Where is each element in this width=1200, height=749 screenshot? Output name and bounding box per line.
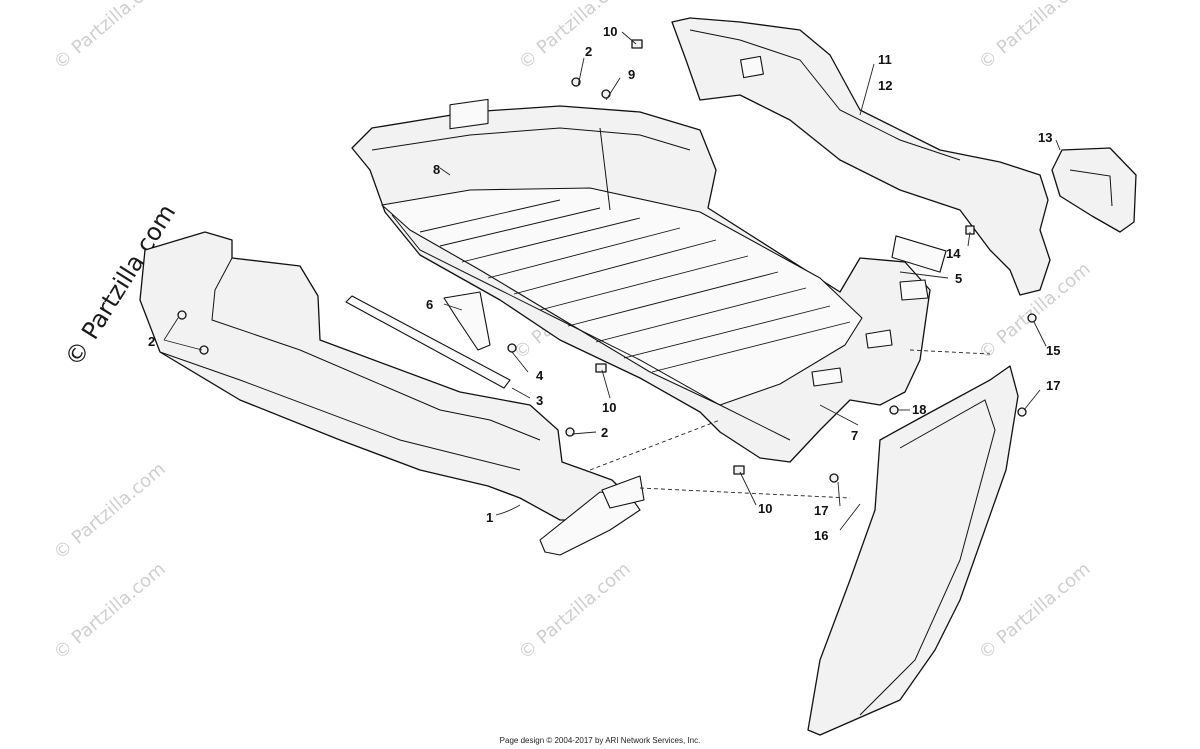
grommet-9 (601, 89, 611, 99)
fastener-17-low (829, 473, 839, 483)
watermark-7: © Partzilla.com (515, 558, 635, 663)
callout-9: 9 (628, 67, 635, 82)
watermark-6: © Partzilla.com (50, 558, 170, 663)
watermark-8: © Partzilla.com (975, 558, 1095, 663)
bed-floor-slats (419, 199, 851, 373)
callout-13: 13 (1038, 130, 1052, 145)
watermark-1: © Partzilla.com (50, 0, 170, 74)
fastener-15 (1027, 313, 1037, 323)
callout-10-low: 10 (758, 501, 772, 516)
callout-3: 3 (536, 393, 543, 408)
callout-15: 15 (1046, 343, 1060, 358)
callout-16: 16 (814, 528, 828, 543)
mud-flap (443, 291, 491, 351)
watermark-3: © Partzilla.com (975, 0, 1095, 74)
callout-10-top: 10 (603, 24, 617, 39)
callout-18: 18 (912, 402, 926, 417)
rear-fender-panel (807, 365, 1019, 736)
left-side-panel (139, 231, 645, 556)
callout-1: 1 (486, 510, 493, 525)
watermark-9: © Partzilla.com (50, 458, 170, 563)
callout-2-left: 2 (148, 334, 155, 349)
callout-14: 14 (946, 246, 961, 261)
screw-2-left-b (199, 345, 209, 355)
screw-2-left-a (177, 310, 187, 320)
callout-11: 11 (878, 52, 892, 67)
leader-lines (163, 31, 1061, 531)
callout-7: 7 (851, 428, 858, 443)
cargo-bed (351, 98, 931, 463)
fastener-17-right (1017, 407, 1027, 417)
callout-17-right: 17 (1046, 378, 1060, 393)
decal (891, 235, 947, 273)
warning-label (449, 98, 489, 130)
right-side-panel (671, 17, 1051, 296)
callout-6: 6 (426, 297, 433, 312)
callout-2-mid: 2 (601, 425, 608, 440)
callout-2-top: 2 (585, 44, 592, 59)
callout-8: 8 (433, 162, 440, 177)
screw-18 (889, 405, 899, 415)
side-rail (345, 291, 511, 389)
clip-10-top (631, 39, 643, 49)
rivet-4 (507, 343, 517, 353)
callout-10-mid: 10 (602, 400, 616, 415)
clip-10-mid (595, 363, 607, 373)
callout-4: 4 (536, 368, 544, 383)
footer-credit: Page design © 2004-2017 by ARI Network S… (499, 736, 701, 745)
callout-12: 12 (878, 78, 892, 93)
assembly-lines (589, 349, 991, 499)
callouts: 1 2 2 2 3 4 5 6 7 8 9 10 10 10 11 12 13 … (148, 24, 1060, 543)
tail-light (1051, 147, 1137, 233)
hardware (177, 39, 1037, 483)
screw-2-mid (565, 427, 575, 437)
callout-5: 5 (955, 271, 962, 286)
clip-10-low (733, 465, 745, 475)
callout-17-low: 17 (814, 503, 828, 518)
